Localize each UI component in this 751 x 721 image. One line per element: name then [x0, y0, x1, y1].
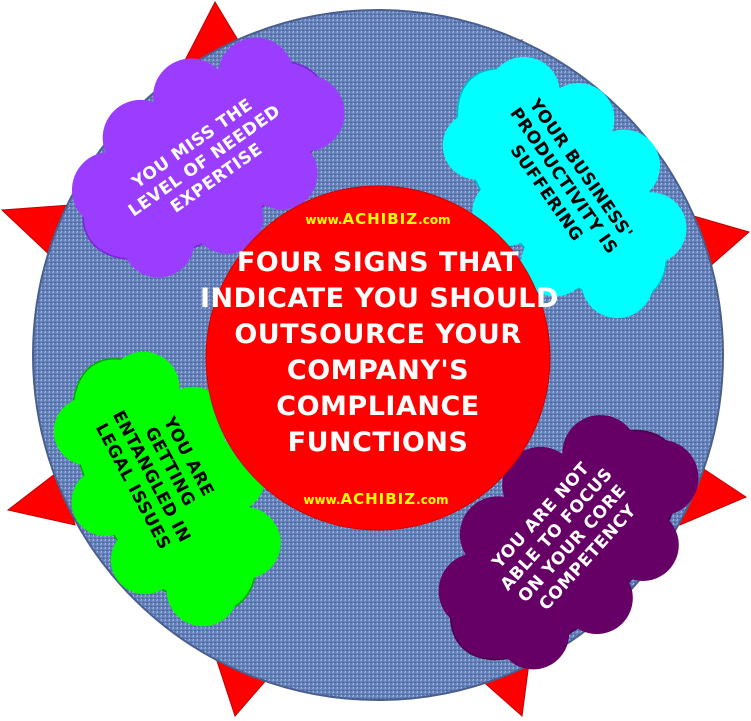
- watermark-bottom: www.ACHIBIZ.com: [276, 490, 476, 508]
- center-title: FOUR SIGNS THAT INDICATE YOU SHOULD OUTS…: [200, 245, 559, 461]
- cloud-top-right: [442, 56, 687, 319]
- cloud-bottom-right: [438, 415, 699, 670]
- watermark-top: www.ACHIBIZ.com: [278, 210, 478, 228]
- watermark-brand: ACHIBIZ: [342, 210, 419, 228]
- title-line: INDICATE YOU SHOULD: [200, 283, 559, 314]
- watermark-suffix: .com: [416, 493, 449, 507]
- title-line: FUNCTIONS: [287, 427, 469, 458]
- center-disc: [205, 185, 551, 531]
- watermark-brand: ACHIBIZ: [340, 490, 417, 508]
- watermark-prefix: www.: [303, 493, 341, 507]
- watermark-suffix: .com: [418, 213, 451, 227]
- title-line: OUTSOURCE YOUR: [234, 319, 522, 350]
- title-line: COMPLIANCE: [276, 391, 480, 422]
- title-line: COMPANY'S: [286, 355, 470, 386]
- title-line: FOUR SIGNS THAT: [236, 247, 520, 278]
- cloud-top-left: [71, 37, 345, 278]
- watermark-prefix: www.: [305, 213, 343, 227]
- cloud-bottom-left: [53, 351, 281, 627]
